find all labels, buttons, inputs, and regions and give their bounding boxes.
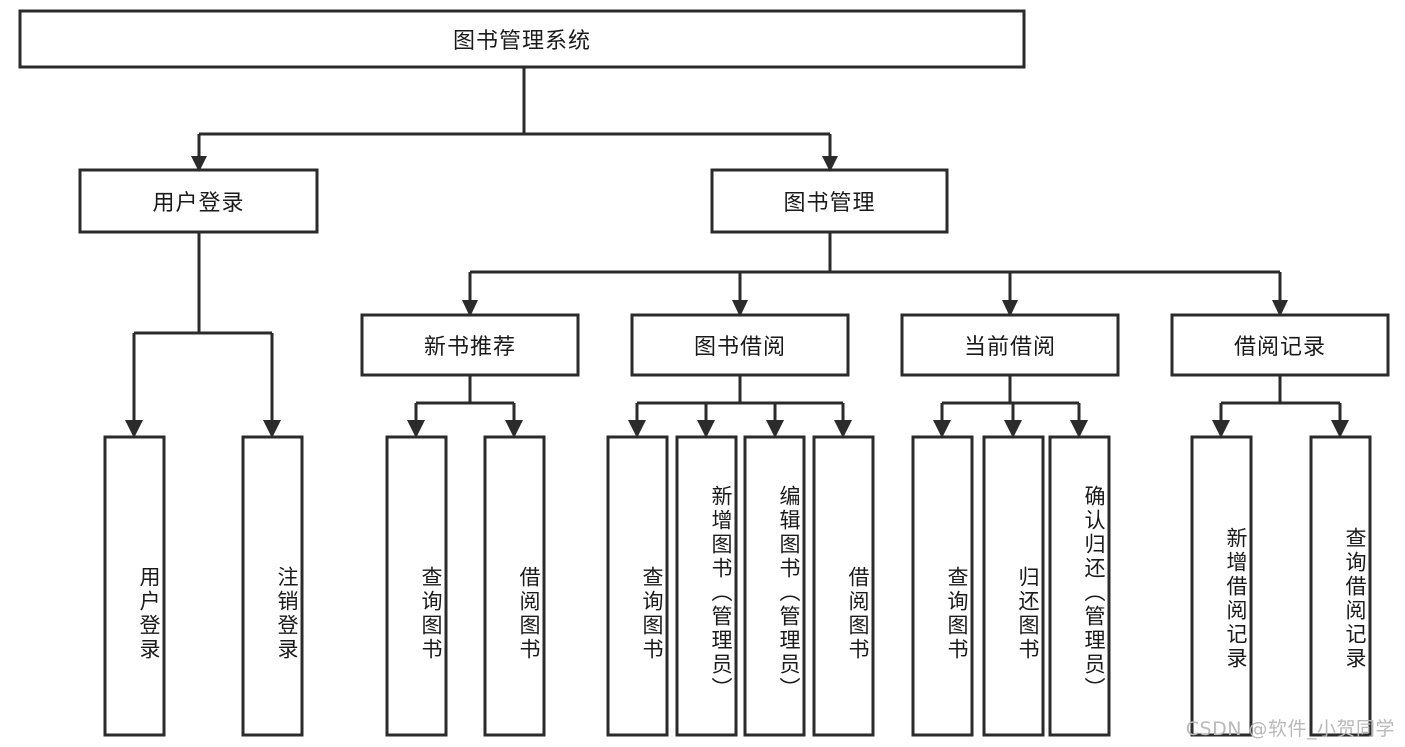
leaf-current-borrow-3[interactable] [1048,435,1111,737]
connector-bookborrow-to-leaves [635,375,845,424]
node-new-book-recommend[interactable] [360,313,580,377]
watermark: CSDN @软件_小贺同学 [1185,718,1395,740]
node-user-login[interactable] [78,168,319,234]
leaf-current-borrow-1[interactable] [911,435,974,737]
arrow-leaf-current-borrow-1 [933,420,951,438]
connector-newbook-to-leaves [414,375,516,424]
arrow-to-book-borrow [732,300,748,317]
arrow-leaf-book-borrow-1 [628,420,646,438]
arrow-leaf-user-login-1 [125,420,143,438]
arrow-leaf-new-book-2 [505,420,523,438]
leaf-new-book-2[interactable] [483,435,546,737]
connector-root-to-level2 [197,67,832,158]
arrow-to-book-management [822,156,838,172]
arrow-leaf-borrow-record-1 [1212,420,1230,438]
node-book-borrow[interactable] [630,313,850,377]
leaf-book-borrow-2[interactable] [675,435,738,737]
arrow-leaf-new-book-1 [407,420,425,438]
arrow-leaf-current-borrow-3 [1070,420,1088,438]
connector-bookmgmt-to-level3 [468,232,1282,302]
connector-currentborrow-to-leaves [940,375,1081,424]
arrow-leaf-book-borrow-3 [766,420,784,438]
node-borrow-record[interactable] [1170,313,1390,377]
connector-borrowrecord-to-leaves [1219,375,1342,424]
node-root[interactable] [18,9,1026,69]
arrow-leaf-borrow-record-2 [1331,420,1349,438]
leaf-borrow-record-1[interactable] [1190,435,1253,737]
arrow-leaf-book-borrow-2 [697,420,715,438]
node-book-management[interactable] [710,168,949,234]
leaf-book-borrow-1[interactable] [606,435,669,737]
arrow-to-new-book-recommend [462,300,478,317]
arrow-to-current-borrow [1002,300,1018,317]
leaf-book-borrow-3[interactable] [743,435,806,737]
arrow-leaf-user-login-2 [263,420,281,438]
node-current-borrow[interactable] [900,313,1120,377]
leaf-new-book-1[interactable] [385,435,448,737]
arrow-leaf-book-borrow-4 [834,420,852,438]
leaf-borrow-record-2[interactable] [1309,435,1372,737]
arrow-to-user-login [191,156,207,172]
leaf-user-login-2[interactable] [241,435,304,737]
arrow-leaf-current-borrow-2 [1004,420,1022,438]
connector-userlogin-to-leaves [132,232,274,424]
leaf-user-login-1[interactable] [103,435,166,737]
leaf-current-borrow-2[interactable] [982,435,1045,737]
leaf-book-borrow-4[interactable] [812,435,875,737]
arrow-to-borrow-record [1272,300,1288,317]
